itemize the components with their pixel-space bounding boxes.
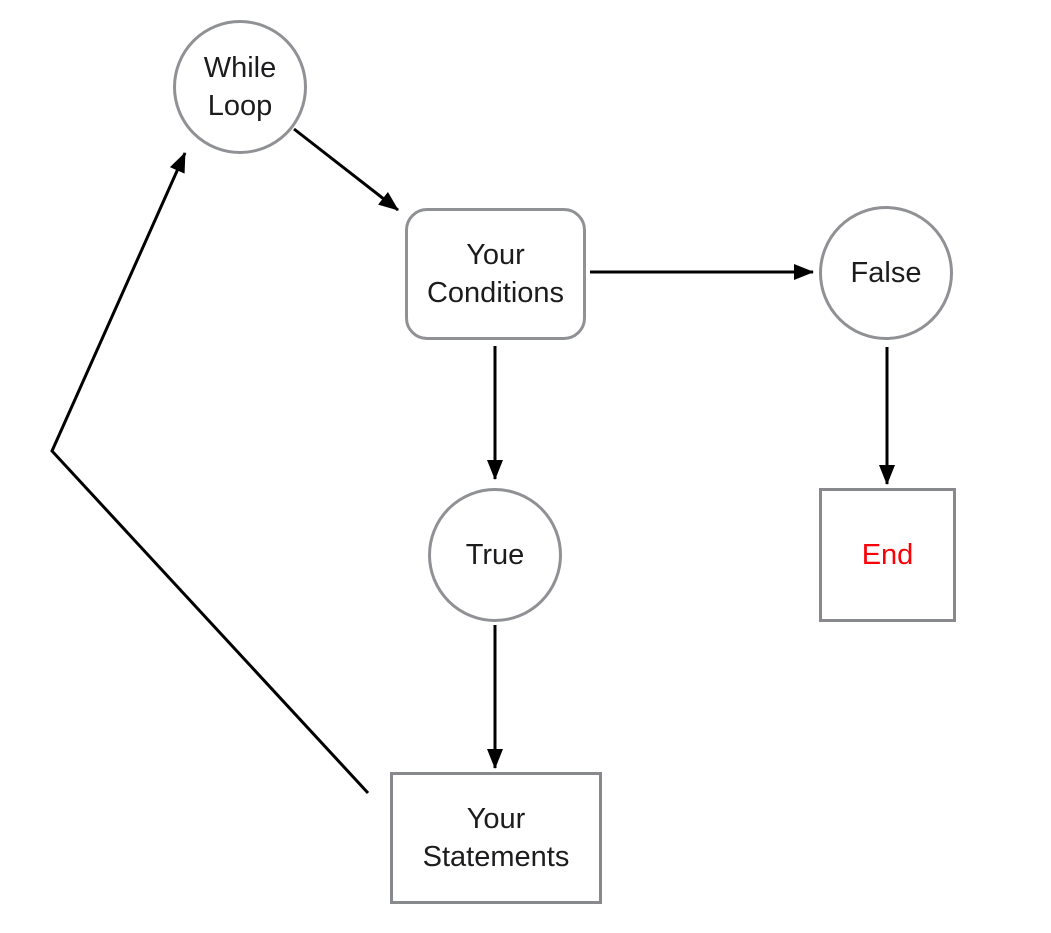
node-end: End [819,488,956,622]
node-your-conditions-label: Your Conditions [426,239,565,309]
node-false-branch-label: False [850,257,922,289]
node-while-loop-label: While Loop [203,52,277,122]
node-your-statements: Your Statements [390,772,602,904]
node-your-conditions: Your Conditions [405,208,586,340]
node-false-branch: False [819,206,953,340]
node-true-branch-label: True [465,539,525,571]
edge-statements-to-while [50,152,370,795]
node-while-loop: While Loop [173,20,307,154]
node-end-label: End [861,539,914,571]
edge-while-to-conditions [293,127,399,212]
node-your-statements-label: Your Statements [422,803,570,873]
node-true-branch: True [428,488,562,622]
